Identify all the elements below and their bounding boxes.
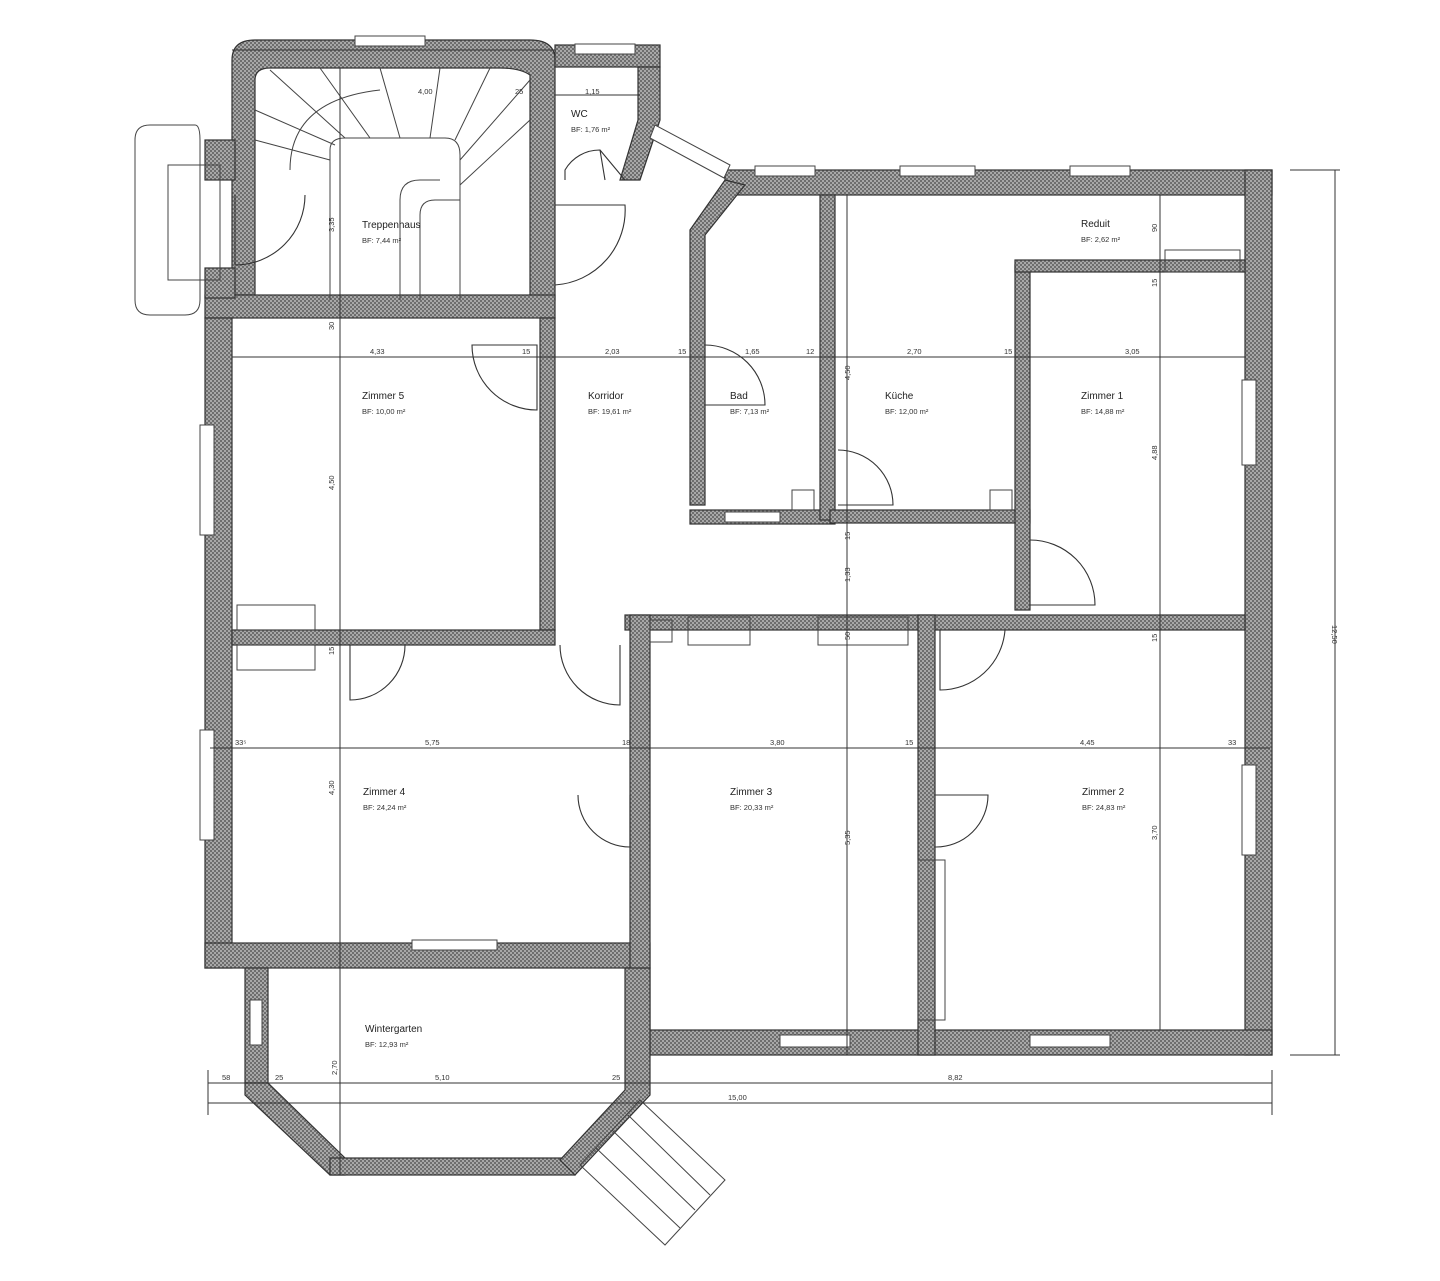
dim-label: 30 [327,322,336,330]
svg-text:BF: 20,33 m²: BF: 20,33 m² [730,803,774,812]
room-wc: WC BF: 1,76 m² [571,109,611,134]
dimension-labels: 4,00 25 1,15 4,33 15 2,03 15 1,65 12 2,7… [222,87,1339,1102]
svg-text:BF: 7,44 m²: BF: 7,44 m² [362,236,402,245]
svg-text:Zimmer 5: Zimmer 5 [362,391,405,402]
svg-text:Treppenhaus: Treppenhaus [362,220,421,231]
svg-text:BF: 10,00 m²: BF: 10,00 m² [362,407,406,416]
dim-label: 4,50 [843,365,852,380]
dim-label-total-width: 15,00 [728,1093,747,1102]
dim-label: 4,33 [370,347,385,356]
dim-label: 33⁵ [235,738,246,747]
room-zimmer4: Zimmer 4 BF: 24,24 m² [363,787,407,812]
dim-label: 12 [806,347,814,356]
dim-label: 15 [905,738,913,747]
dim-label: 15 [327,647,336,655]
entrance-steps [134,124,726,1246]
svg-text:Zimmer 1: Zimmer 1 [1081,391,1124,402]
dim-label: 15 [678,347,686,356]
dim-label: 33 [1228,738,1236,747]
svg-text:BF: 14,88 m²: BF: 14,88 m² [1081,407,1125,416]
svg-text:BF: 1,76 m²: BF: 1,76 m² [571,125,611,134]
dim-label: 4,88 [1150,445,1159,460]
dim-label: 4,50 [327,475,336,490]
svg-text:BF: 12,00 m²: BF: 12,00 m² [885,407,929,416]
svg-text:BF: 24,24 m²: BF: 24,24 m² [363,803,407,812]
dim-label: 2,03 [605,347,620,356]
dim-label: 2,70 [907,347,922,356]
dim-label: 15 [1150,279,1159,287]
dim-label: 5,10 [435,1073,450,1082]
dim-label: 15 [843,532,852,540]
windows [199,35,1257,1048]
dim-label: 15 [1150,634,1159,642]
svg-text:Zimmer 4: Zimmer 4 [363,787,406,798]
room-zimmer3: Zimmer 3 BF: 20,33 m² [730,787,774,812]
dim-label: 5,75 [425,738,440,747]
dimension-lines [207,49,1340,1175]
dim-label: 15 [1004,347,1012,356]
dim-label: 4,00 [418,87,433,96]
dim-label: 1,15 [585,87,600,96]
dim-label: 90 [1150,224,1159,232]
svg-text:Zimmer 3: Zimmer 3 [730,787,773,798]
svg-text:BF: 19,61 m²: BF: 19,61 m² [588,407,632,416]
svg-text:WC: WC [571,109,588,120]
svg-text:BF: 7,13 m²: BF: 7,13 m² [730,407,770,416]
stairs [254,67,531,300]
dim-label: 1,65 [745,347,760,356]
dim-label: 15 [522,347,530,356]
svg-text:Reduit: Reduit [1081,219,1110,230]
dim-label: 5,35 [843,830,852,845]
built-in-cabinets [236,249,1241,1021]
room-zimmer5: Zimmer 5 BF: 10,00 m² [362,391,406,416]
svg-text:BF: 24,83 m²: BF: 24,83 m² [1082,803,1126,812]
svg-text:BF: 12,93 m²: BF: 12,93 m² [365,1040,409,1049]
walls [204,39,1273,1176]
dim-label: 50 [843,632,852,640]
svg-text:Wintergarten: Wintergarten [365,1024,422,1035]
svg-text:Zimmer 2: Zimmer 2 [1082,787,1125,798]
dim-label: 18 [622,738,630,747]
doors [234,149,1096,848]
dim-label: 3,80 [770,738,785,747]
room-zimmer1: Zimmer 1 BF: 14,88 m² [1081,391,1125,416]
svg-text:Bad: Bad [730,391,748,402]
dim-label: 4,30 [327,780,336,795]
dim-label: 1,33 [843,567,852,582]
dim-label: 25 [515,87,523,96]
dim-label: 8,82 [948,1073,963,1082]
svg-text:BF: 2,62 m²: BF: 2,62 m² [1081,235,1121,244]
dim-label: 4,45 [1080,738,1095,747]
dim-label: 2,70 [330,1060,339,1075]
dim-label: 58 [222,1073,230,1082]
svg-text:Küche: Küche [885,391,914,402]
svg-text:Korridor: Korridor [588,391,624,402]
dim-label: 3,05 [1125,347,1140,356]
dim-label-total-depth: 12,50 [1330,625,1339,644]
dim-label: 25 [275,1073,283,1082]
dim-label: 25 [612,1073,620,1082]
dim-label: 3,35 [327,217,336,232]
dim-label: 3,70 [1150,825,1159,840]
room-zimmer2: Zimmer 2 BF: 24,83 m² [1082,787,1126,812]
